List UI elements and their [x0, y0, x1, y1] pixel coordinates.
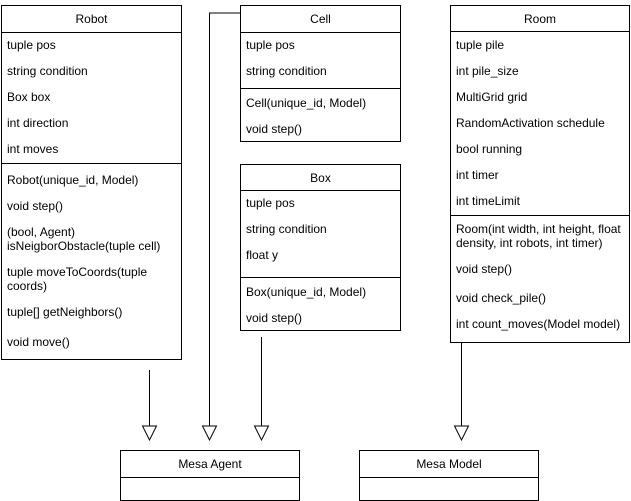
class-robot: Robot tuple pos string condition Box box… — [1, 5, 182, 360]
method: void step() — [246, 122, 303, 136]
method: int count_moves(Model model) — [456, 317, 621, 331]
class-cell-attributes: tuple pos string condition — [241, 33, 400, 89]
class-room: Room tuple pile int pile_size MultiGrid … — [450, 5, 630, 343]
attribute: string condition — [7, 64, 88, 78]
attribute: Box box — [7, 90, 51, 104]
attribute: tuple pos — [246, 38, 295, 52]
method: Room(int width, int height, float densit… — [456, 222, 621, 250]
attribute: float y — [246, 248, 279, 262]
class-room-title: Room — [451, 6, 629, 32]
attribute: string condition — [246, 64, 327, 78]
attribute: int timeLimit — [456, 194, 521, 208]
arrowhead — [141, 425, 158, 442]
class-robot-attributes: tuple pos string condition Box box int d… — [2, 33, 181, 164]
method: (bool, Agent) isNeigborObstacle(tuple ce… — [7, 225, 161, 253]
method: void step() — [246, 311, 303, 325]
class-mesa-agent: Mesa Agent — [120, 450, 300, 501]
method: void step() — [7, 199, 64, 213]
attribute: tuple pos — [7, 38, 56, 52]
attribute: tuple pile — [456, 38, 505, 52]
method: void step() — [456, 262, 513, 276]
method: void move() — [7, 335, 70, 349]
arrowhead — [201, 425, 218, 442]
attribute: tuple pos — [246, 196, 295, 210]
class-mesa-model-title: Mesa Model — [360, 451, 538, 478]
attribute: int direction — [7, 116, 69, 130]
class-cell-methods: Cell(unique_id, Model) void step() — [241, 89, 400, 139]
method: tuple moveToCoords(tuple coords) — [7, 265, 148, 293]
attribute: RandomActivation schedule — [456, 116, 605, 130]
class-mesa-agent-title: Mesa Agent — [121, 451, 299, 478]
attribute: int moves — [7, 142, 59, 156]
class-cell: Cell tuple pos string condition Cell(uni… — [240, 5, 401, 142]
method: Robot(unique_id, Model) — [7, 173, 139, 187]
attribute: int pile_size — [456, 64, 519, 78]
class-box-attributes: tuple pos string condition float y — [241, 191, 400, 278]
class-room-methods: Room(int width, int height, float densit… — [451, 216, 629, 342]
method: void check_pile() — [456, 291, 547, 305]
attribute: bool running — [456, 142, 523, 156]
attribute: MultiGrid grid — [456, 90, 528, 104]
class-mesa-model: Mesa Model — [359, 450, 539, 501]
arrowhead — [253, 425, 270, 442]
class-cell-title: Cell — [241, 6, 400, 33]
class-room-attributes: tuple pile int pile_size MultiGrid grid … — [451, 32, 629, 216]
class-box: Box tuple pos string condition float y B… — [240, 164, 401, 331]
class-box-methods: Box(unique_id, Model) void step() — [241, 278, 400, 328]
class-robot-title: Robot — [2, 6, 181, 33]
attribute: int timer — [456, 168, 499, 182]
method: tuple[] getNeighbors() — [7, 305, 123, 319]
attribute: string condition — [246, 222, 327, 236]
method: Box(unique_id, Model) — [246, 285, 367, 299]
class-box-title: Box — [241, 165, 400, 191]
arrowhead — [453, 425, 470, 442]
edge-cell-to-mesa-agent — [209, 12, 240, 426]
class-robot-methods: Robot(unique_id, Model) void step() (boo… — [2, 164, 181, 354]
method: Cell(unique_id, Model) — [246, 96, 367, 110]
